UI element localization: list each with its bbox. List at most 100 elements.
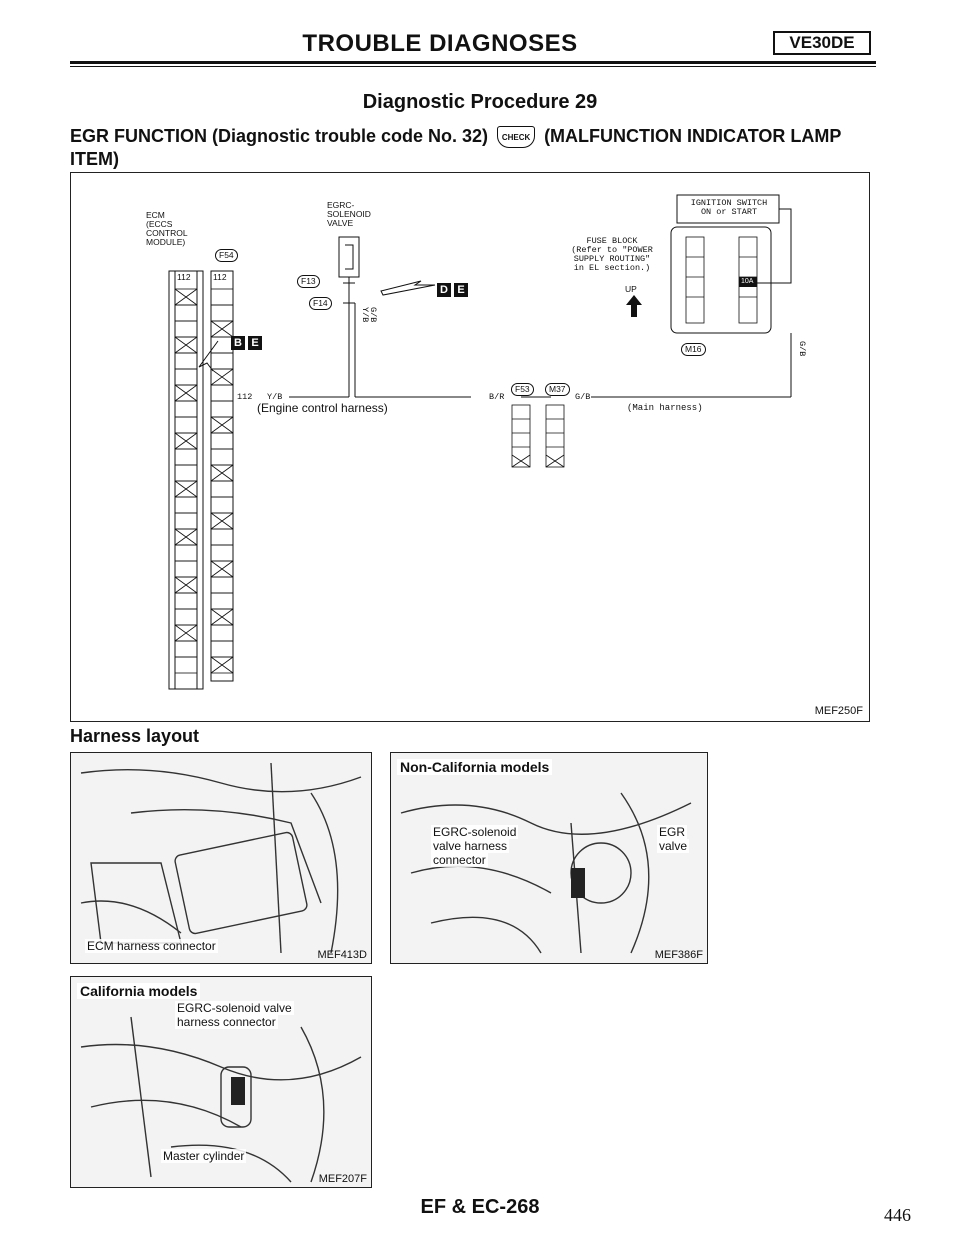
ecm-terminal-unused-mark [210,560,234,578]
ecm-terminal-cell [210,288,234,306]
ecm-terminal-unused-mark [174,576,198,594]
ecm-terminal-cell [174,368,198,386]
ecm-terminal-cell [210,336,234,354]
ecm-terminal-cell [174,656,198,674]
ecm-terminal-cell [210,592,234,610]
photo-id-2: MEF386F [654,949,703,961]
ecm-terminal-cell [210,304,234,322]
ecm-terminal-cell [174,448,198,466]
ecm-terminal-cell [210,400,234,418]
ecm-connector-symbols: B E [231,336,262,350]
ecm-terminal-cell [210,544,234,562]
ecm-terminal-cell [174,512,198,530]
wire-ecm-colour: Y/B [267,392,283,402]
ecm-terminal-cell [174,400,198,418]
subtitle-part-1: EGR FUNCTION (Diagnostic trouble code No… [70,126,489,146]
ecm-terminal-unused-mark [210,368,234,386]
page-number: 446 [884,1205,911,1225]
joint-connector-id-2: M37 [545,383,570,396]
ecm-terminal-cell [210,384,234,402]
ecm-terminal-unused-mark [210,656,234,674]
heading-california: California models [77,983,201,999]
fuse-block-label: FUSE BLOCK (Refer to "POWER SUPPLY ROUTI… [571,236,653,273]
ecm-terminal-unused-mark [174,480,198,498]
ecm-terminal-unused-mark [174,432,198,450]
fuse-rating: 10A [741,278,754,285]
photo-id-3: MEF207F [318,1173,367,1185]
ecm-terminal-unused-mark [174,384,198,402]
caption-master-cylinder: Master cylinder [161,1149,247,1163]
photo-non-california: Non-California models EGRC-solenoid valv… [390,752,708,964]
wire-egrc-colour-2: G/B [368,307,378,323]
caption-egrc-solenoid-valve: EGRC-solenoid valve [175,1001,294,1015]
subtitle-part-2: (MALFUNCTION INDICATOR LAMP ITEM) [70,126,842,170]
procedure-title: Diagnostic Procedure 29 [362,91,598,113]
ecm-terminal-cell [210,528,234,546]
caption-valve: valve [657,839,690,853]
ecm-terminal-cell [210,352,234,370]
ecm-terminal-cell [210,640,234,658]
figure-id: MEF250F [814,705,863,717]
procedure-subtitle: EGR FUNCTION (Diagnostic trouble code No… [70,125,870,171]
caption-connector: connector [431,853,488,867]
ecm-terminal-cell [210,448,234,466]
ecm-terminal-1: 112 [177,272,191,282]
ecm-terminal-cell [174,320,198,338]
ecm-terminal-unused-mark [174,624,198,642]
ecm-connector-id: F54 [215,249,238,262]
page-title: TROUBLE DIAGNOSES [302,30,578,57]
solenoid-connector-symbols: D E [437,283,468,297]
main-harness-label: (Main harness) [627,403,703,413]
heading-non-california: Non-California models [397,759,553,775]
ecm-terminal-2: 112 [213,272,227,282]
ecm-label: ECM (ECCS CONTROL MODULE) [146,210,188,247]
photo-california: California models EGRC-solenoid valve ha… [70,976,372,1188]
egrc-solenoid-label: EGRC- SOLENOID VALVE [327,200,371,228]
ecm-terminal-cell [174,496,198,514]
ecm-terminal-cell [174,640,198,658]
ecm-terminal-cell [210,656,234,674]
caption-ecm-harness-connector: ECM harness connector [85,939,218,953]
caption-egrc-solenoid: EGRC-solenoid [431,825,519,839]
solenoid-connector-id: F14 [309,297,332,310]
ecm-terminal-cell [210,624,234,642]
ecm-terminal-unused-mark [210,320,234,338]
check-engine-lamp-icon: CHECK [497,126,536,149]
ecm-terminal-cell [174,416,198,434]
egrc-valve-illustration [400,792,692,954]
harness-layout-title: Harness layout [70,726,200,746]
header-rule-thin [70,66,876,67]
ecm-terminal-unused-mark [210,464,234,482]
ecm-terminal-unused-mark [210,512,234,530]
photo-id-1: MEF413D [317,949,367,961]
wire-ecm-number: 112 [237,392,253,402]
ecm-terminal-cell [174,304,198,322]
ecm-terminal-cell [174,592,198,610]
header-rule [70,61,876,64]
ecm-terminal-cell [210,496,234,514]
ecm-terminal-unused-mark [210,416,234,434]
engine-bay-illustration [80,762,362,954]
ecm-terminal-cell [210,480,234,498]
engine-tag: VE30DE [773,31,871,55]
wire-fuse-colour: G/B [575,392,591,402]
wiring-diagram: ECM (ECCS CONTROL MODULE) F54 112 112 EG… [70,172,870,722]
wire-fuse-vertical-colour: G/B [797,341,807,357]
section-code: EF & EC-268 [420,1196,540,1218]
ecm-terminal-unused-mark [210,608,234,626]
ecm-terminal-cell [174,560,198,578]
ecm-terminal-cell [210,576,234,594]
joint-connector-id-1: F53 [511,383,534,396]
wire-egrc-colour-1: Y/B [360,307,370,323]
caption-valve-harness: valve harness [431,839,510,853]
ecm-terminal-unused-mark [174,288,198,306]
ecm-terminal-unused-mark [174,336,198,354]
engine-harness-label: (Engine control harness) [257,401,388,415]
fuse-connector-id: M16 [681,343,706,356]
up-label: UP [625,284,637,294]
ecm-terminal-cell [174,608,198,626]
master-cylinder-illustration [80,1016,362,1183]
ignition-switch-label: IGNITION SWITCH ON or START [690,198,768,217]
photo-ecm-harness-connector: ECM harness connector MEF413D [70,752,372,964]
ecm-terminal-cell [174,464,198,482]
